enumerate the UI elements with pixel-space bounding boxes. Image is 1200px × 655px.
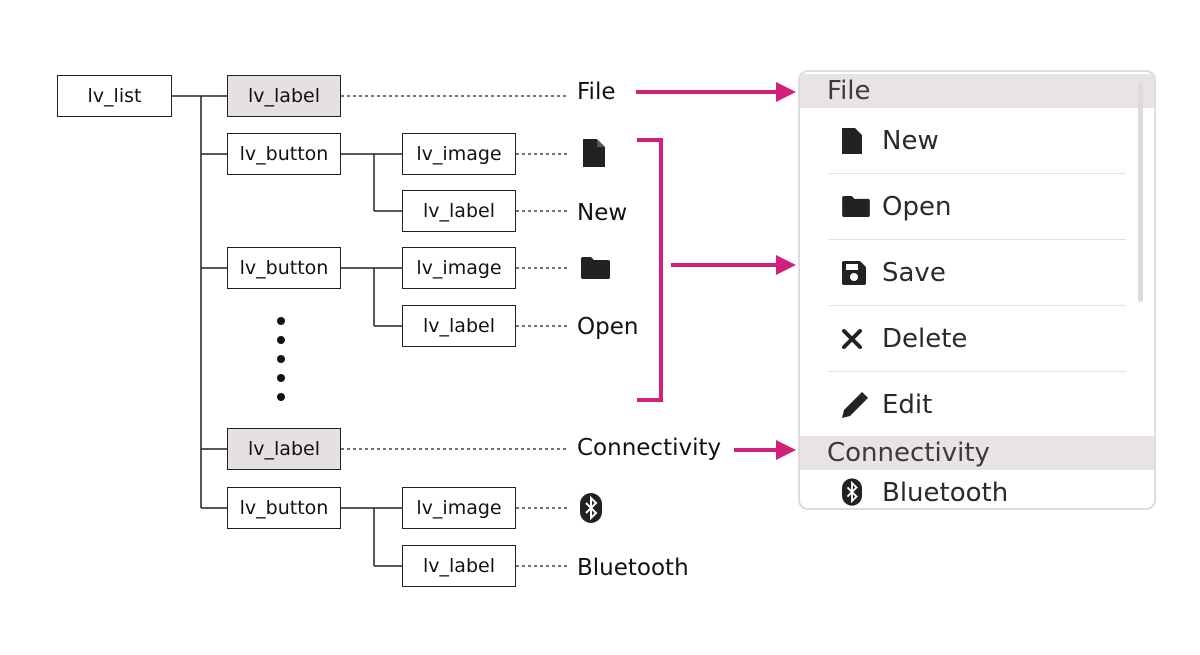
list-section-file: File bbox=[800, 74, 1154, 108]
target-label-open: Open bbox=[577, 314, 639, 340]
node-label-new: lv_label bbox=[402, 190, 516, 232]
ellipsis-dot bbox=[277, 355, 285, 363]
bluetooth-icon bbox=[580, 493, 602, 528]
save-icon bbox=[842, 260, 872, 285]
close-icon bbox=[842, 328, 872, 349]
node-lv-list: lv_list bbox=[57, 75, 172, 117]
node-image-new: lv_image bbox=[402, 133, 516, 175]
node-image-bluetooth: lv_image bbox=[402, 487, 516, 529]
pencil-icon bbox=[842, 392, 872, 418]
bluetooth-icon bbox=[842, 478, 872, 506]
node-label-file: lv_label bbox=[227, 75, 341, 117]
list-item-label: Open bbox=[882, 191, 952, 222]
node-label-open: lv_label bbox=[402, 305, 516, 347]
list-item-label: Delete bbox=[882, 323, 968, 354]
list-item-label: Edit bbox=[882, 390, 933, 420]
list-item-save[interactable]: Save bbox=[828, 240, 1126, 306]
folder-icon bbox=[842, 196, 872, 217]
file-icon bbox=[583, 139, 605, 172]
list-widget: File New Open Save Delete Edit Connectiv… bbox=[798, 70, 1156, 510]
node-image-open: lv_image bbox=[402, 247, 516, 289]
target-label-new: New bbox=[577, 200, 628, 226]
folder-icon bbox=[581, 257, 610, 284]
list-item-edit[interactable]: Edit bbox=[828, 372, 1126, 438]
ellipsis-dot bbox=[277, 374, 285, 382]
node-button-new: lv_button bbox=[227, 133, 341, 175]
node-label-connectivity: lv_label bbox=[227, 428, 341, 470]
list-item-open[interactable]: Open bbox=[828, 174, 1126, 240]
ellipsis-dot bbox=[277, 336, 285, 344]
list-item-label: Bluetooth bbox=[882, 478, 1009, 508]
target-label-bluetooth: Bluetooth bbox=[577, 555, 689, 581]
node-button-bluetooth: lv_button bbox=[227, 487, 341, 529]
ellipsis-dot bbox=[277, 393, 285, 401]
target-label-connectivity: Connectivity bbox=[577, 435, 722, 461]
node-button-open: lv_button bbox=[227, 247, 341, 289]
list-item-label: Save bbox=[882, 257, 946, 288]
list-item-new[interactable]: New bbox=[828, 108, 1126, 174]
list-item-delete[interactable]: Delete bbox=[828, 306, 1126, 372]
ellipsis-dot bbox=[277, 317, 285, 325]
scrollbar[interactable] bbox=[1138, 82, 1143, 302]
list-item-label: New bbox=[882, 125, 939, 156]
list-item-bluetooth[interactable]: Bluetooth bbox=[828, 470, 1126, 508]
list-section-connectivity: Connectivity bbox=[800, 436, 1154, 470]
file-icon bbox=[842, 127, 872, 154]
node-label-bluetooth: lv_label bbox=[402, 545, 516, 587]
target-label-file: File bbox=[577, 79, 616, 105]
